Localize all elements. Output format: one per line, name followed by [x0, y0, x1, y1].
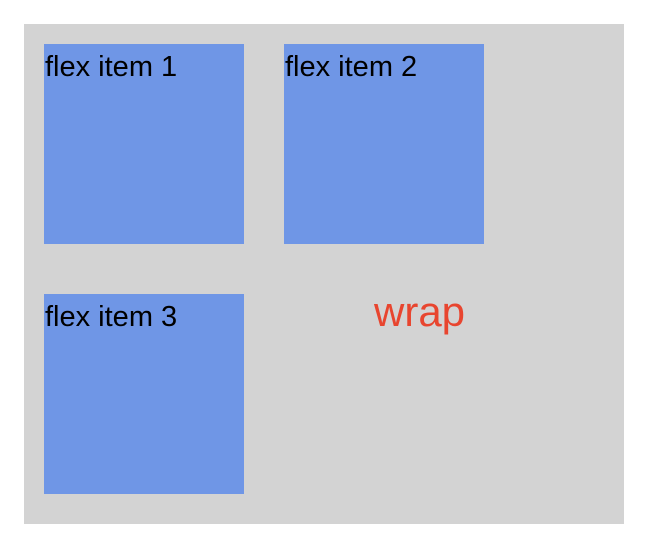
flex-container: flex item 1 flex item 2 flex item 3 wrap — [24, 24, 624, 524]
wrap-annotation: wrap — [374, 288, 466, 335]
flex-item-3: flex item 3 — [44, 294, 244, 494]
flex-item-2: flex item 2 — [284, 44, 484, 244]
flex-item-2-label: flex item 2 — [285, 51, 418, 83]
flex-item-1-label: flex item 1 — [45, 51, 178, 83]
flex-item-1: flex item 1 — [44, 44, 244, 244]
flex-item-3-label: flex item 3 — [45, 301, 178, 333]
